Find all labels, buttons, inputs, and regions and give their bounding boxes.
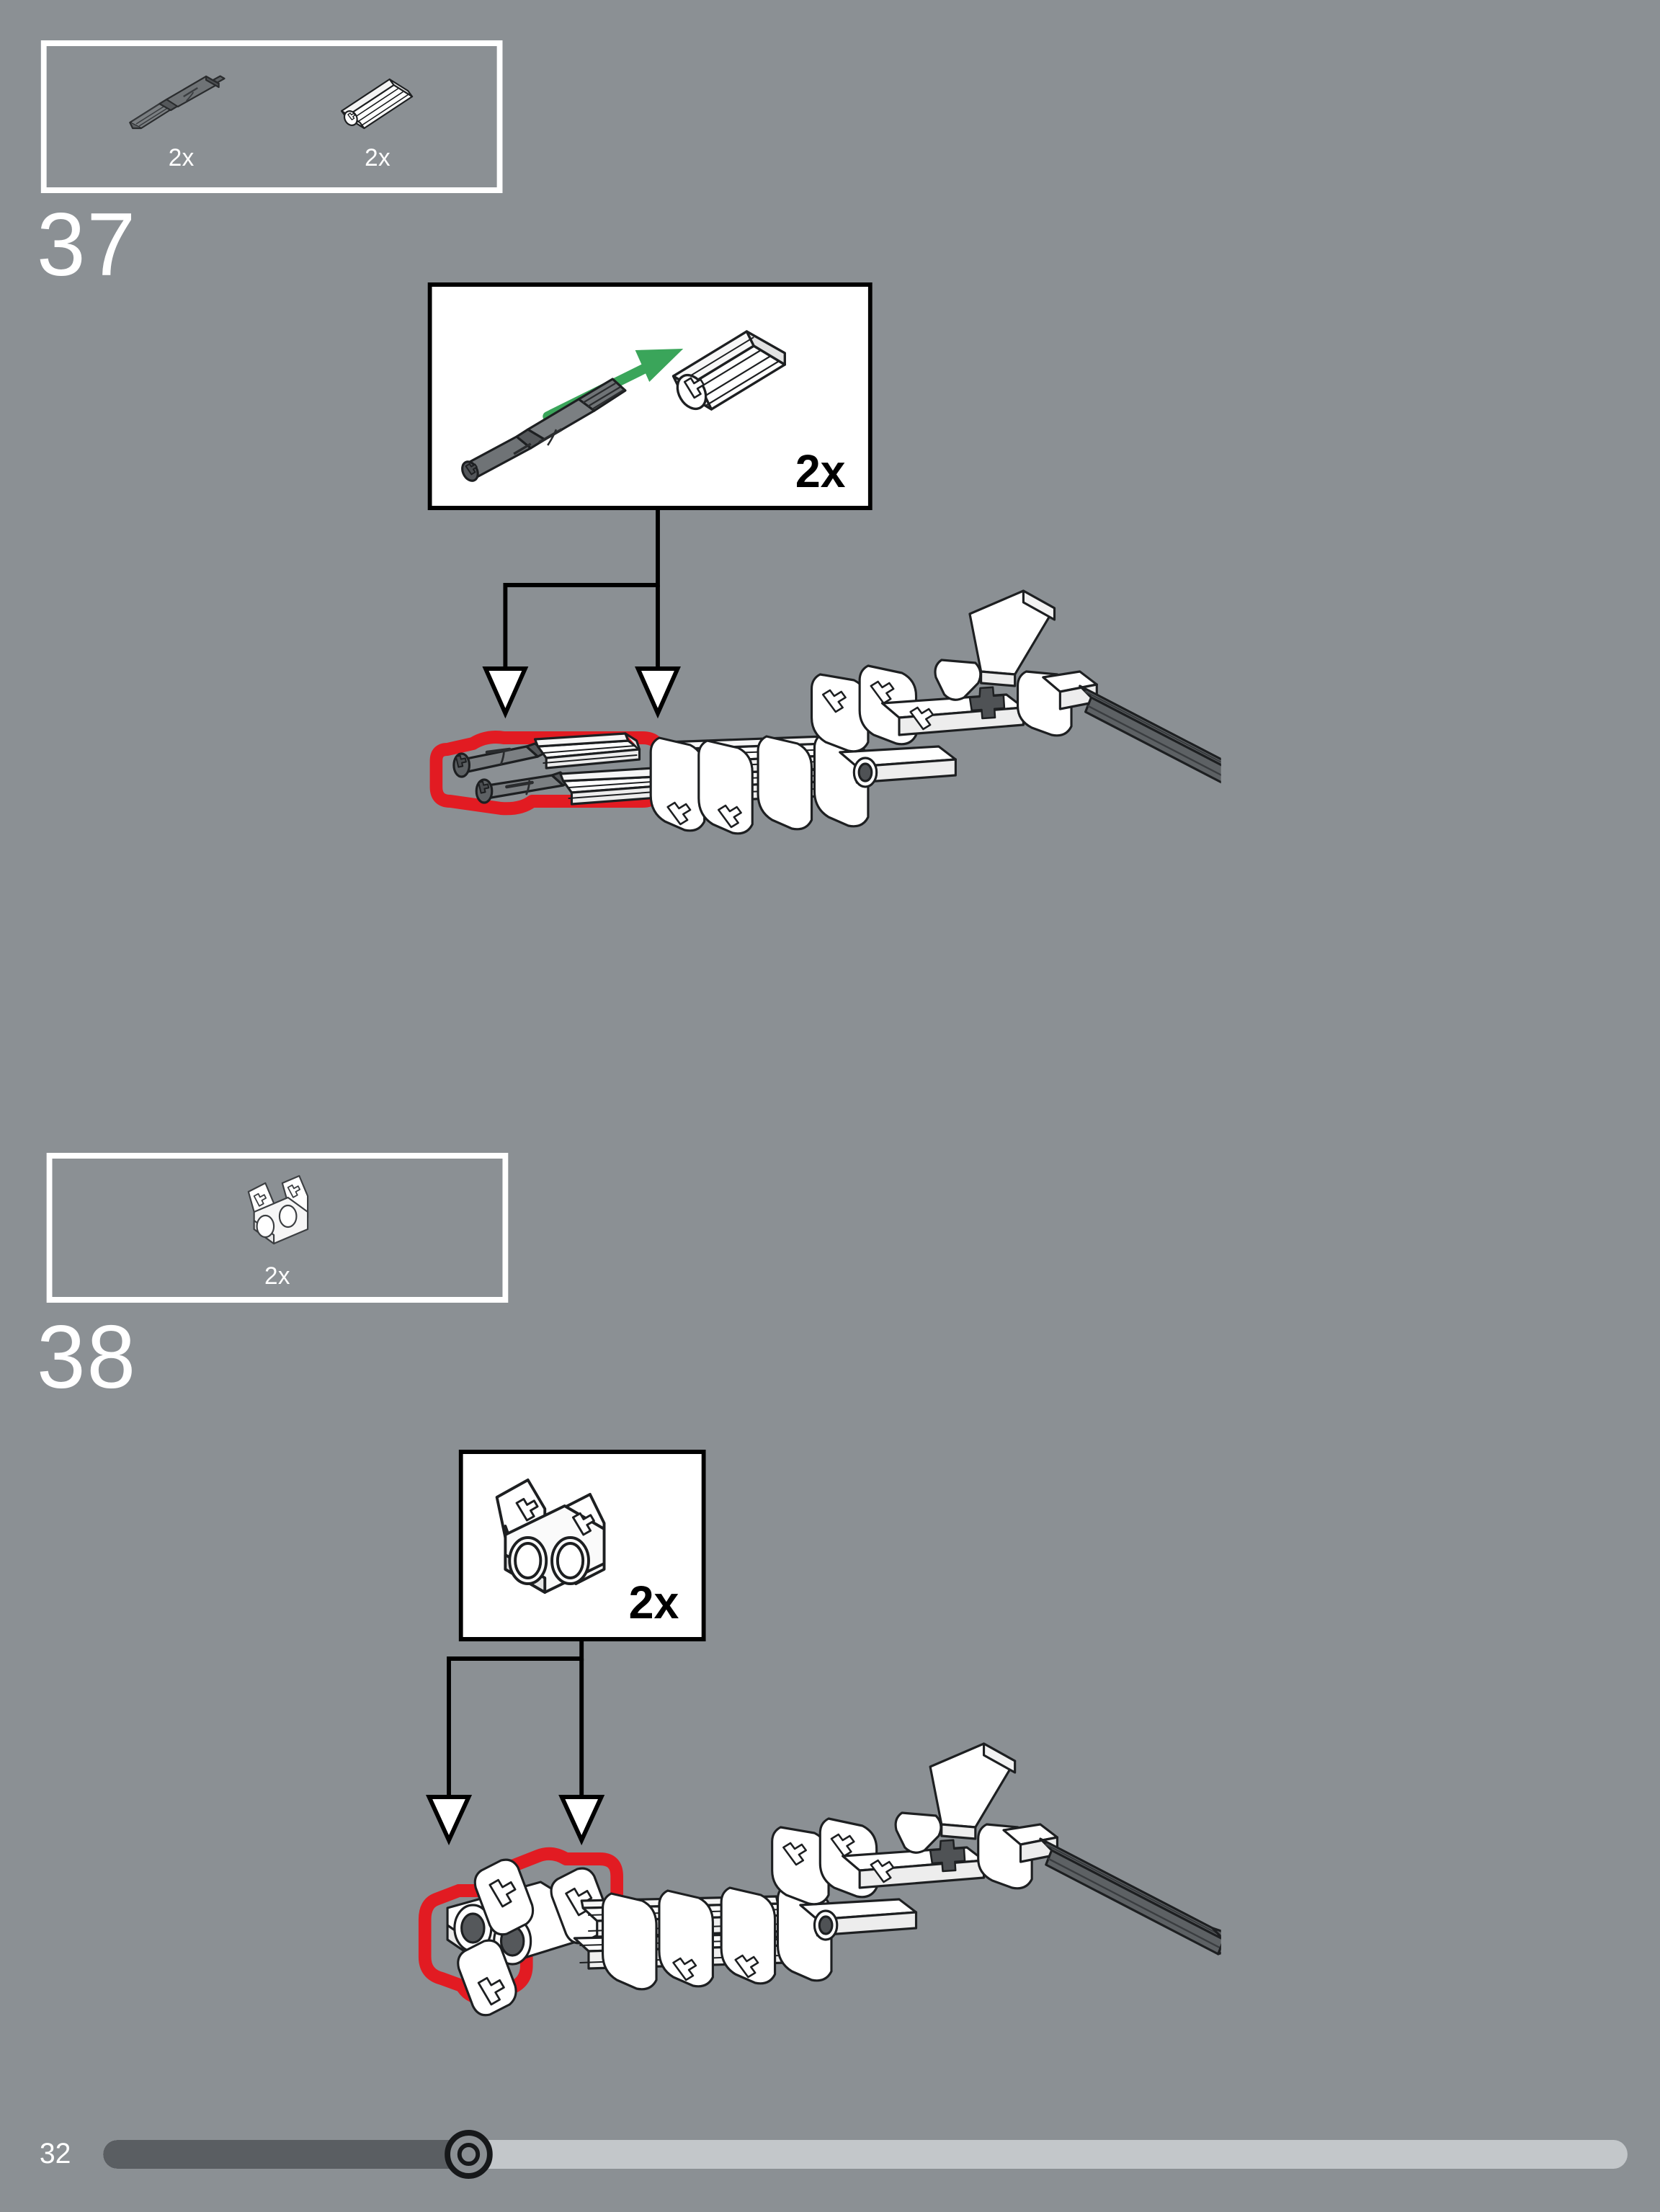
double-angular-connector-icon (246, 1174, 308, 1244)
bin-part-axle-pin-connector: 2x (120, 64, 244, 169)
callout-step-37: 2x (427, 282, 873, 510)
progress-bar-fill (103, 2140, 469, 2169)
progress-bar-thumb[interactable] (445, 2130, 494, 2179)
parts-bin-step-38: 2x (46, 1153, 509, 1303)
bin-part-quantity: 2x (365, 143, 391, 171)
assembly-step-38 (416, 1715, 1221, 2075)
assembly-illustration-step-38 (418, 1742, 1221, 2017)
assembly-illustration-step-37 (429, 589, 1221, 835)
assembly-step-37 (416, 533, 1221, 893)
callout-quantity-step-38: 2x (628, 1577, 679, 1628)
parts-bin-step-37: 2x (40, 40, 503, 193)
bin-part-quantity: 2x (168, 143, 195, 171)
callout-step-38: 2x (458, 1450, 706, 1641)
step-number-37: 37 (36, 196, 137, 295)
callout-illustration-step-37 (461, 330, 786, 482)
bin-part-axle-connector-white: 2x (331, 64, 424, 169)
bin-part-quantity: 2x (264, 1262, 290, 1289)
axle-connector-icon (340, 77, 413, 129)
highlight-outline (429, 731, 666, 816)
axle-pin-connector-icon (128, 74, 225, 129)
callout-illustration-step-38 (495, 1479, 606, 1594)
progress-bar-track[interactable] (103, 2140, 1628, 2169)
page-number: 32 (39, 2139, 71, 2170)
callout-quantity-step-37: 2x (795, 445, 846, 497)
page-footer: 32 (0, 2111, 1660, 2212)
bin-part-double-connector: 2x (225, 1168, 329, 1288)
step-number-38: 38 (36, 1308, 137, 1408)
